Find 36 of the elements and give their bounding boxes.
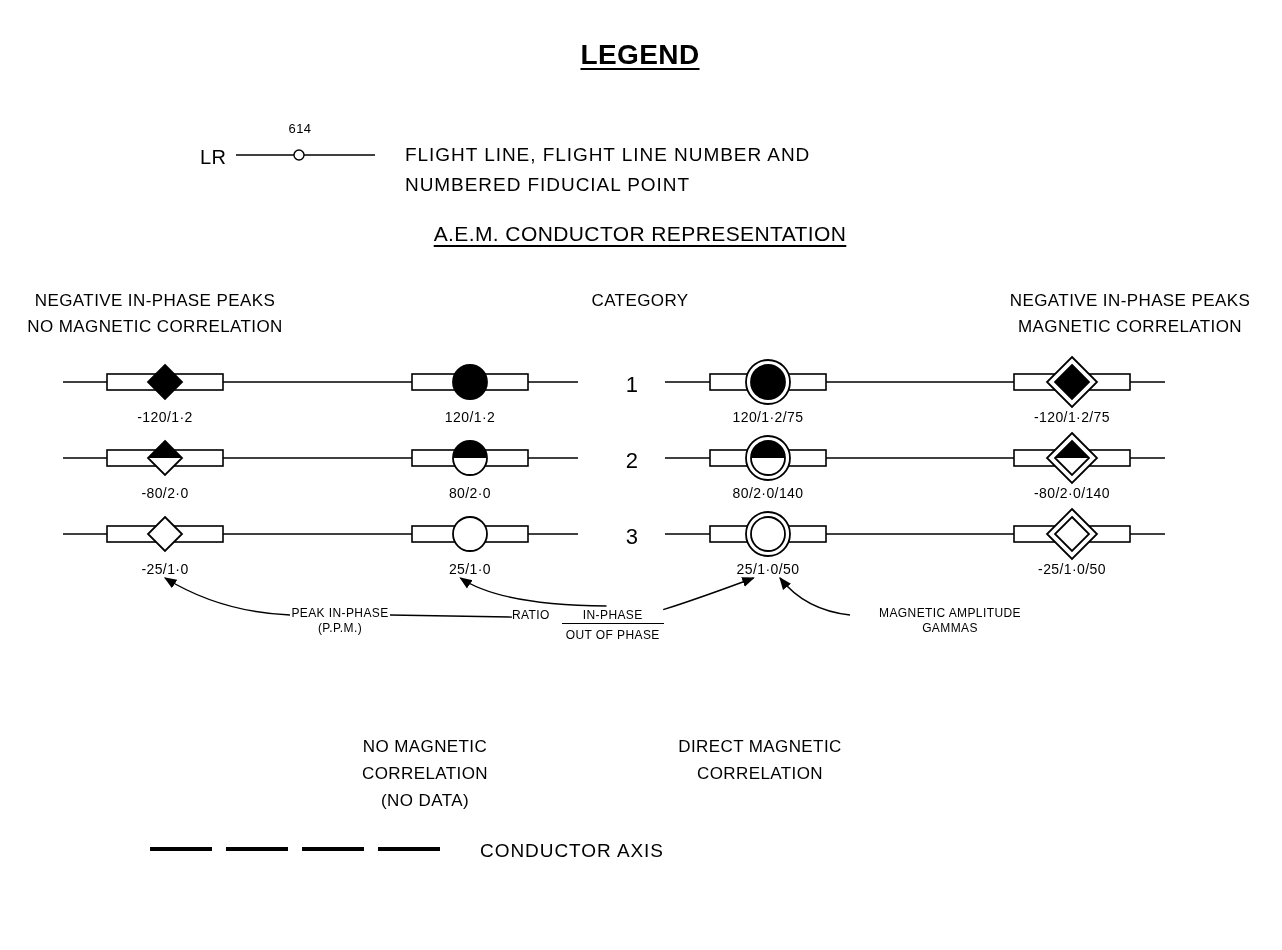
value-label: 25/1·0/50 xyxy=(708,560,828,578)
annotation-text: MAGNETIC AMPLITUDE GAMMAS xyxy=(850,606,1050,636)
annotation-text: RATIO xyxy=(512,607,550,623)
legend-text: FLIGHT LINE, FLIGHT LINE NUMBER AND NUMBERED FIDUCIAL POINT xyxy=(405,143,812,197)
legend-text: LR xyxy=(200,145,228,170)
title: LEGEND xyxy=(579,38,701,72)
value-label: -80/2·0 xyxy=(105,484,225,502)
leader-arrow xyxy=(662,577,755,611)
legend-text: NEGATIVE IN-PHASE PEAKS MAGNETIC CORRELATION xyxy=(1008,290,1252,338)
value-label: 120/1·2/75 xyxy=(708,408,828,426)
category-number: 2 xyxy=(624,447,640,475)
value-label: 80/2·0/140 xyxy=(708,484,828,502)
legend-text: NO MAGNETIC CORRELATION (NO DATA) xyxy=(361,736,489,812)
legend-text: CATEGORY xyxy=(590,290,690,312)
category-number: 3 xyxy=(624,523,640,551)
value-label: -25/1·0 xyxy=(105,560,225,578)
legend-text: A.E.M. CONDUCTOR REPRESENTATION xyxy=(432,221,848,247)
annotation-text: OUT OF PHASE xyxy=(561,623,664,643)
value-label: 25/1·0 xyxy=(410,560,530,578)
category-number: 1 xyxy=(624,371,640,399)
leader-arrow xyxy=(459,577,608,607)
value-label: -25/1·0/50 xyxy=(1012,560,1132,578)
legend-text: DIRECT MAGNETIC CORRELATION xyxy=(677,736,843,785)
legend-text: CONDUCTOR AXIS xyxy=(480,839,665,863)
legend-text: NEGATIVE IN-PHASE PEAKS NO MAGNETIC CORRELATION xyxy=(26,290,284,338)
value-label: -80/2·0/140 xyxy=(1012,484,1132,502)
annotation-text: IN-PHASE xyxy=(581,607,644,623)
value-label: -120/1·2/75 xyxy=(1012,408,1132,426)
value-label: -120/1·2 xyxy=(105,408,225,426)
value-label: 120/1·2 xyxy=(410,408,530,426)
value-label: 80/2·0 xyxy=(410,484,530,502)
leader-arrow xyxy=(779,577,851,616)
leader-line xyxy=(389,614,513,618)
legend-text: 614 xyxy=(287,120,313,138)
leader-arrow xyxy=(163,577,291,616)
annotation-text: PEAK IN-PHASE (P.P.M.) xyxy=(290,606,390,636)
